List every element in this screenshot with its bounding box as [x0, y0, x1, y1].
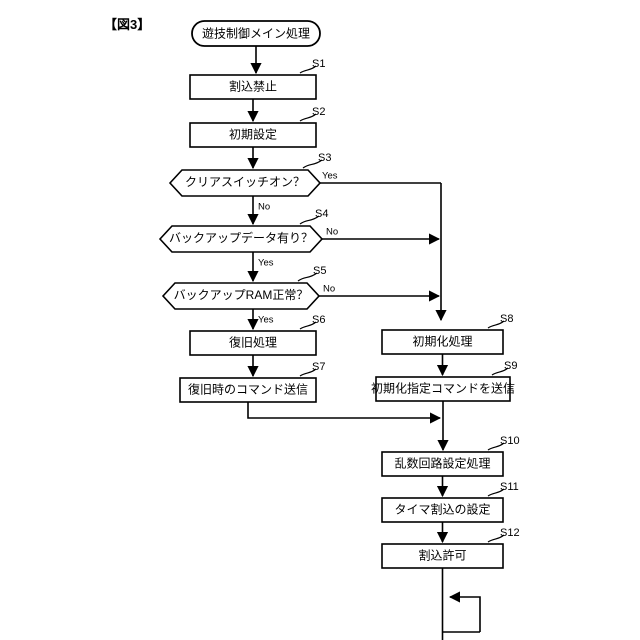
connector-loop-back — [448, 591, 481, 632]
node-s5-label: バックアップRAM正常？ — [174, 288, 309, 302]
branch-label-s4-yes: Yes — [258, 258, 274, 269]
node-start[interactable]: 遊技制御メイン処理 — [191, 20, 321, 47]
leader-s5 — [297, 272, 318, 282]
step-tag-s6: S6 — [312, 314, 325, 326]
step-tag-s10: S10 — [500, 435, 520, 447]
step-tag-s4: S4 — [315, 208, 328, 220]
node-s8-label: 初期化処理 — [412, 335, 472, 349]
leader-s8 — [487, 320, 505, 329]
leader-s2 — [299, 113, 317, 122]
leader-s1 — [299, 65, 317, 74]
leader-s10 — [487, 442, 505, 451]
node-s11[interactable]: タイマ割込の設定 — [381, 497, 504, 523]
node-s5[interactable]: バックアップRAM正常？ — [161, 282, 321, 310]
step-tag-s5: S5 — [313, 265, 326, 277]
node-s10[interactable]: 乱数回路設定処理 — [381, 451, 504, 477]
node-s6[interactable]: 復旧処理 — [189, 330, 317, 356]
step-tag-s7: S7 — [312, 361, 325, 373]
step-tag-s9: S9 — [504, 360, 517, 372]
figure-label: 【図3】 — [104, 17, 151, 32]
leader-s6 — [299, 321, 317, 330]
node-s4-label: バックアップデータ有り？ — [169, 230, 313, 245]
leader-s7 — [299, 368, 317, 377]
step-tag-s3: S3 — [318, 152, 331, 164]
branch-label-s5-yes: Yes — [258, 315, 274, 326]
node-s2[interactable]: 初期設定 — [189, 122, 317, 148]
node-s4[interactable]: バックアップデータ有り？ — [158, 225, 324, 253]
step-tag-s8: S8 — [500, 313, 513, 325]
leader-s4 — [299, 215, 320, 225]
node-s9[interactable]: 初期化指定コマンドを送信 — [371, 376, 515, 402]
step-tag-s2: S2 — [312, 106, 325, 118]
node-s3-label: クリアスイッチオン？ — [185, 175, 305, 189]
node-s7-label: 復旧時のコマンド送信 — [188, 382, 308, 397]
branch-label-s3-no: No — [258, 202, 270, 213]
node-s9-label: 初期化指定コマンドを送信 — [371, 381, 515, 396]
leader-s11 — [487, 488, 505, 497]
node-s10-label: 乱数回路設定処理 — [394, 456, 490, 471]
branch-label-s3-yes: Yes — [322, 171, 338, 182]
node-s6-label: 復旧処理 — [229, 335, 277, 350]
leader-s12 — [487, 534, 505, 543]
node-s12[interactable]: 割込許可 — [381, 543, 504, 569]
leader-s9 — [491, 367, 509, 376]
step-tag-s1: S1 — [312, 58, 325, 70]
connector-s7-merge — [247, 402, 442, 424]
node-s12-label: 割込許可 — [418, 548, 466, 563]
node-s8[interactable]: 初期化処理 — [381, 329, 504, 355]
node-s11-label: タイマ割込の設定 — [394, 502, 490, 517]
node-s1[interactable]: 割込禁止 — [189, 74, 317, 100]
node-s1-label: 割込禁止 — [229, 79, 277, 94]
node-s3[interactable]: クリアスイッチオン？ — [168, 169, 322, 197]
node-start-label: 遊技制御メイン処理 — [202, 26, 310, 41]
leader-s3 — [302, 159, 323, 169]
branch-label-s5-no: No — [323, 284, 335, 295]
node-s2-label: 初期設定 — [229, 127, 277, 142]
step-tag-s12: S12 — [500, 527, 520, 539]
step-tag-s11: S11 — [500, 481, 519, 493]
branch-label-s4-no: No — [326, 227, 338, 238]
node-s7[interactable]: 復旧時のコマンド送信 — [179, 377, 317, 403]
